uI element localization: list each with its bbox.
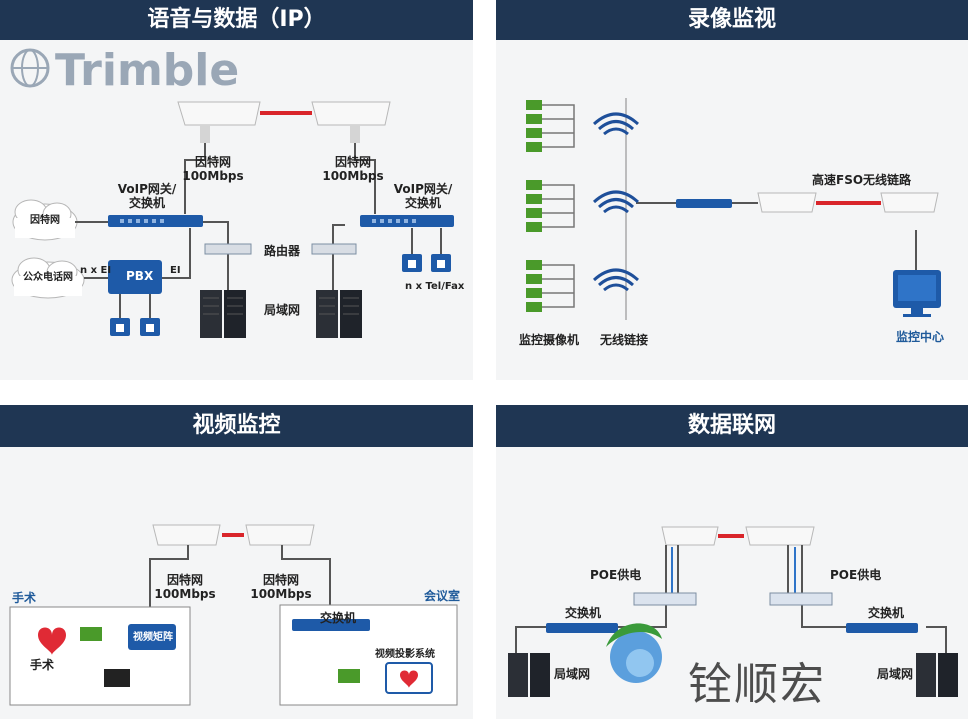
switch-right-icon [846,623,918,633]
server-left-icon [200,290,246,338]
lan-left-label: 局域网 [554,667,591,681]
net-speed-left: 因特网 100Mbps [182,155,244,183]
surveillance-diagram [526,98,941,320]
poe-injector-left-icon [633,592,697,606]
router-label: 路由器 [264,244,301,258]
panel-title-surveillance: 录像监视 [496,0,968,40]
camera-group-1 [526,100,542,152]
switch-icon [292,619,370,631]
panel-title-video: 视频监控 [0,405,473,447]
telfax-label: n x Tel/Fax [405,281,465,292]
poe-injector-right-icon [769,592,833,606]
panel-data [496,405,968,719]
video-matrix-label: 视频矩阵 [133,632,173,643]
switch-icon [676,199,732,208]
panel-title-data: 数据联网 [496,405,968,447]
net-speed-left: 因特网 100Mbps [154,573,216,601]
meeting-section-label: 会议室 [424,589,461,603]
fso-terminal-right [880,192,939,213]
surgery-label: 手术 [30,658,55,672]
lan-label: 局域网 [264,303,301,317]
wifi-icon [592,112,640,292]
fso-terminal-right [311,101,391,143]
pstn-cloud-icon [11,257,85,299]
monitor-icon [893,270,941,317]
internet-cloud-label: 因特网 [30,215,60,226]
heart-icon [400,670,418,688]
switch-left-icon [546,623,618,633]
data-diagram [508,526,958,697]
server-right-icon [316,290,362,338]
switch-right-label: 交换机 [868,606,905,620]
fso-terminal-left [757,192,817,213]
surgery-section-label: 手术 [12,591,37,605]
panel-title-voice: 语音与数据（IP） [0,0,473,40]
fso-terminal-right [245,524,315,546]
lan-right-label: 局域网 [877,667,914,681]
camera-icon [80,627,102,641]
tv-icon [104,669,130,687]
surgery-box [9,606,191,706]
trimble-logo-text: Trimble [55,45,239,96]
server-left-icon [508,653,550,697]
e1-multi-label: n x EI [80,265,112,276]
router-right-icon [311,243,357,255]
pstn-cloud-label: 公众电话网 [23,272,73,283]
e1-label: EI [170,265,181,276]
switch-left-label: 交换机 [565,606,602,620]
heart-icon [38,627,66,655]
fso-terminal-left [177,101,261,143]
internet-cloud-icon [12,199,78,241]
video-diagram [9,524,458,706]
monitor-center-label: 监控中心 [896,330,945,344]
fso-terminal-right [745,526,815,546]
pbx-icon [108,260,162,294]
net-speed-right: 因特网 100Mbps [250,573,312,601]
voip-gateway-left-label: VoIP网关/ 交换机 [117,182,177,210]
poe-left-label: POE供电 [590,568,642,582]
server-right-icon [916,653,958,697]
cameras-label: 监控摄像机 [519,333,580,347]
poe-right-label: POE供电 [830,568,882,582]
projector-label: 视频投影系统 [375,649,435,660]
watermark-text: 铨顺宏 [688,659,826,710]
video-matrix-icon [128,624,176,650]
net-speed-right: 因特网 100Mbps [322,155,384,183]
camera-group-2 [526,180,542,232]
fso-link-label: 高速FSO无线链路 [812,173,912,187]
wireless-label: 无线链接 [600,333,649,347]
trimble-logo-icon [10,48,50,88]
camera-icon [338,669,360,683]
router-left-icon [204,243,252,255]
voice-diagram: Trimble [10,45,454,338]
watermark-logo-icon [606,623,662,683]
fso-terminal-left [661,526,719,546]
camera-group-3 [526,260,542,312]
fso-terminal-left [152,524,221,546]
voip-gateway-right-label: VoIP网关/ 交换机 [393,182,453,210]
switch-label: 交换机 [320,611,357,625]
pbx-label: PBX [126,269,154,283]
